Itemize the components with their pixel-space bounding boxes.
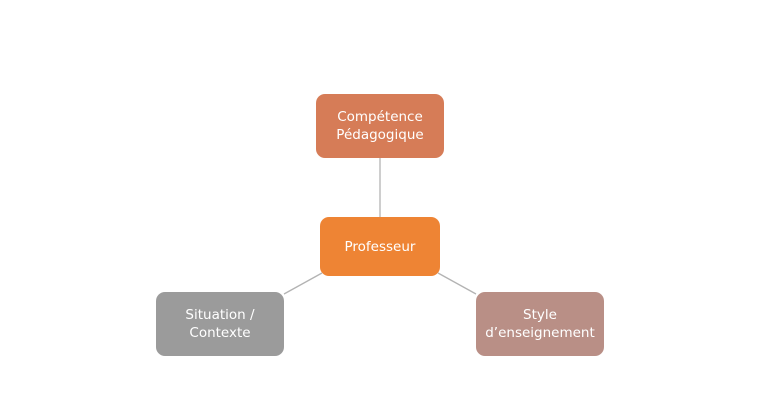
node-competence-pedagogique: Compétence Pédagogique [316, 94, 444, 158]
node-professeur: Professeur [320, 217, 440, 276]
connector-center-left [283, 272, 323, 295]
node-label-line-2: d’enseignement [485, 325, 595, 341]
node-label-line-1: Compétence [337, 109, 423, 125]
node-situation-contexte: Situation / Contexte [156, 292, 284, 356]
node-style-enseignement: Style d’enseignement [476, 292, 604, 356]
node-label-line-2: Pédagogique [336, 127, 424, 143]
node-label-line-1: Situation / [185, 307, 255, 323]
node-label-line-1: Style [523, 307, 557, 323]
connector-center-right [437, 272, 477, 295]
node-label-line-2: Contexte [189, 325, 251, 341]
node-label-line-1: Professeur [344, 238, 416, 255]
